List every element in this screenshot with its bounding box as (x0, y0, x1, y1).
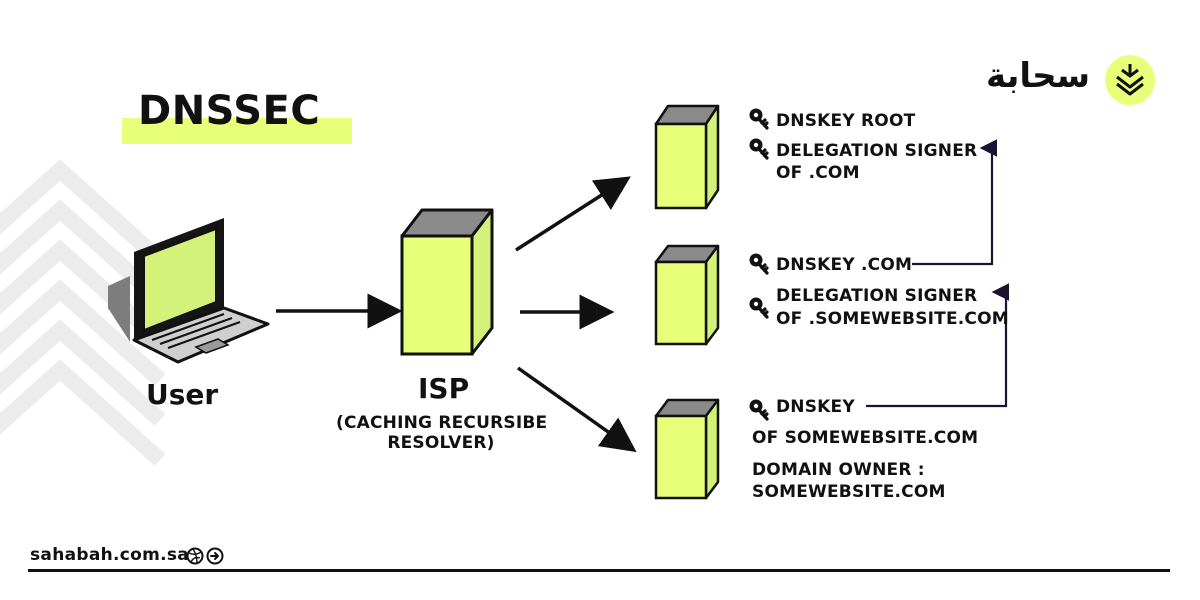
dribbble-icon[interactable] (186, 547, 204, 565)
key-icon (749, 399, 769, 421)
root-dnskey-label: DNSKEY ROOT (776, 111, 916, 131)
domain-owner-line2: SOMEWEBSITE.COM (752, 482, 946, 502)
arrow-right-circle-icon[interactable] (206, 547, 224, 565)
com-ds-line1: DELEGATION SIGNER (776, 286, 978, 306)
domain-dnskey-line2: OF SOMEWEBSITE.COM (752, 428, 979, 448)
domain-server-icon (654, 398, 720, 500)
isp-label: ISP (418, 372, 470, 405)
footer-divider (28, 569, 1170, 572)
com-ds-line2: OF .SOMEWEBSITE.COM (776, 309, 1009, 329)
title-highlight (122, 118, 352, 144)
isp-sublabel-line2: RESOLVER) (387, 433, 495, 453)
sahabah-logo-icon (1105, 55, 1155, 105)
brand-name: سحابة (986, 56, 1091, 96)
com-server-icon (654, 244, 720, 346)
root-ds-line2: OF .COM (776, 163, 860, 183)
link-com-key-to-root-ds (912, 139, 998, 266)
key-icon (749, 297, 769, 319)
root-ds-line1: DELEGATION SIGNER (776, 141, 978, 161)
key-icon (749, 138, 769, 160)
isp-server-icon (400, 208, 494, 356)
domain-dnskey-line1: DNSKEY (776, 397, 855, 417)
link-domain-key-to-com-ds (866, 283, 1010, 408)
arrow-isp-to-root (515, 176, 631, 252)
website-link[interactable]: sahabah.com.sa (30, 545, 190, 565)
user-label: User (146, 378, 219, 411)
domain-owner-line1: DOMAIN OWNER : (752, 460, 925, 480)
key-icon (749, 108, 769, 130)
root-server-icon (654, 104, 720, 210)
isp-sublabel-line1: (CACHING RECURSIBE (336, 413, 548, 433)
laptop-icon (108, 218, 270, 364)
com-dnskey-label: DNSKEY .COM (776, 255, 913, 275)
key-icon (749, 253, 769, 275)
page-title: DNSSEC (138, 88, 321, 134)
arrow-isp-to-domain (516, 366, 637, 453)
